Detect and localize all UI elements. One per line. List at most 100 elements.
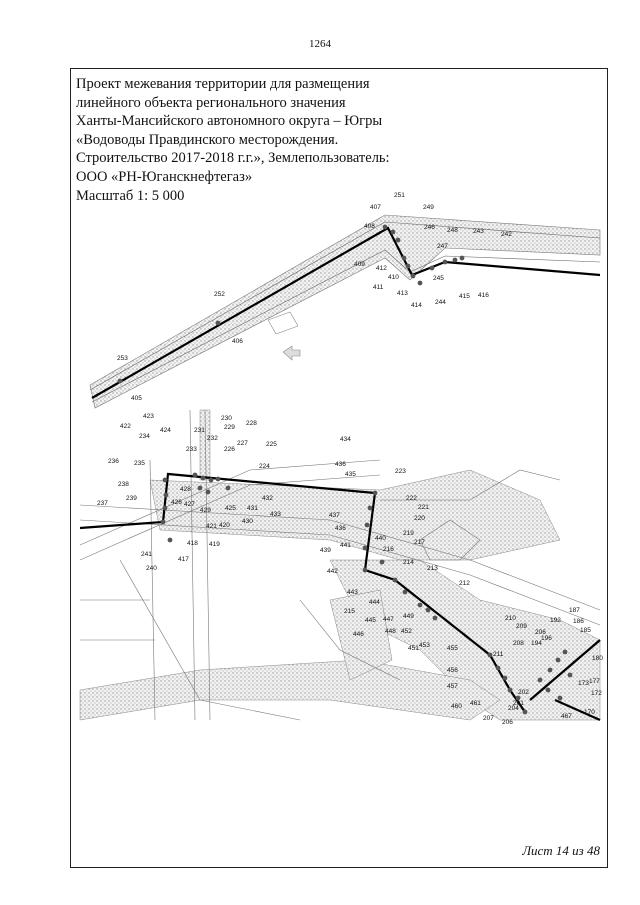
map-label: 213 <box>427 565 438 572</box>
map-label: 172 <box>591 690 602 697</box>
map-label: 433 <box>270 511 281 518</box>
map-label: 240 <box>146 565 157 572</box>
map-label: 202 <box>518 689 529 696</box>
map-label: 235 <box>134 460 145 467</box>
map-label: 440 <box>375 535 386 542</box>
upper-map: 251 407 249 408 246 248 243 242 247 409 … <box>89 192 601 409</box>
map-label: 206 <box>535 629 546 636</box>
lower-pipeline-3 <box>554 698 601 722</box>
map-label: 180 <box>592 655 603 662</box>
lower-zone-e <box>329 589 393 681</box>
map-label: 243 <box>473 228 484 235</box>
map-label: 226 <box>224 446 235 453</box>
map-label: 192 <box>550 617 561 624</box>
map-label: 411 <box>373 284 384 291</box>
map-label: 173 <box>578 680 589 687</box>
page-number: 1264 <box>309 38 331 50</box>
map-label: 249 <box>423 204 434 211</box>
map-label: 407 <box>370 204 381 211</box>
map-label: 421 <box>206 523 217 530</box>
map-label: 201 <box>513 700 524 707</box>
map-label: 237 <box>97 500 108 507</box>
map-label: 224 <box>259 463 270 470</box>
map-label: 217 <box>414 539 425 546</box>
map-label: 219 <box>403 530 414 537</box>
map-label: 418 <box>187 540 198 547</box>
map-label: 186 <box>573 618 584 625</box>
map-label: 405 <box>131 395 142 402</box>
title-line-3: Ханты-Мансийского автономного округа – Ю… <box>76 113 383 130</box>
map-label: 441 <box>340 542 351 549</box>
lower-pipeline-2 <box>529 639 601 701</box>
map-label: 445 <box>365 617 376 624</box>
map-label: 236 <box>108 458 119 465</box>
map-label: 434 <box>340 436 351 443</box>
map-label: 442 <box>327 568 338 575</box>
lower-road-lines <box>79 409 601 721</box>
map-label: 244 <box>435 299 446 306</box>
map-label: 228 <box>246 420 257 427</box>
map-label: 419 <box>209 541 220 548</box>
title-line-7: Масштаб 1: 5 000 <box>76 187 185 204</box>
title-line-2: линейного объекта регионального значения <box>76 94 346 111</box>
lower-map: 230 231 228 423 229 422 424 232 234 227 … <box>79 409 603 726</box>
map-label: 227 <box>237 440 248 447</box>
map-label: 424 <box>160 427 171 434</box>
map-label: 409 <box>354 261 365 268</box>
map-label: 231 <box>194 427 205 434</box>
map-label: 246 <box>424 224 435 231</box>
map-label: 194 <box>531 640 542 647</box>
map-label: 423 <box>143 413 154 420</box>
map-label: 427 <box>184 501 195 508</box>
map-label: 449 <box>403 613 414 620</box>
map-label: 420 <box>219 522 230 529</box>
map-label: 432 <box>262 495 273 502</box>
map-label: 187 <box>569 607 580 614</box>
map-label: 210 <box>505 615 516 622</box>
map-label: 241 <box>141 551 152 558</box>
map-label: 238 <box>118 481 129 488</box>
title-block: Проект межевания территории для размещен… <box>76 75 390 205</box>
sheet-number: Лист 14 из 48 <box>522 843 600 858</box>
map-label: 232 <box>207 435 218 442</box>
map-label: 443 <box>347 589 358 596</box>
map-label: 206 <box>502 719 513 726</box>
title-line-4: «Водоводы Правдинского месторождения. <box>76 131 339 148</box>
map-label: 435 <box>345 471 356 478</box>
map-label: 410 <box>388 274 399 281</box>
map-label: 417 <box>178 556 189 563</box>
map-label: 233 <box>186 446 197 453</box>
map-label: 229 <box>224 424 235 431</box>
map-label: 412 <box>376 265 387 272</box>
upper-arrow <box>282 345 301 361</box>
map-label: 413 <box>397 290 408 297</box>
map-label: 429 <box>200 507 211 514</box>
map-label: 211 <box>493 651 504 658</box>
map-label: 214 <box>403 559 414 566</box>
map-label: 457 <box>447 683 458 690</box>
map-label: 216 <box>383 546 394 553</box>
map-label: 204 <box>508 705 519 712</box>
map-label: 453 <box>419 642 430 649</box>
map-label: 196 <box>541 635 552 642</box>
map-label: 416 <box>478 292 489 299</box>
map-label: 247 <box>437 243 448 250</box>
map-label: 242 <box>501 231 512 238</box>
map-label: 425 <box>225 505 236 512</box>
upper-points <box>117 224 465 384</box>
map-label: 436 <box>335 525 346 532</box>
map-label: 426 <box>171 499 182 506</box>
map-label: 431 <box>247 505 258 512</box>
upper-road-edge <box>89 221 601 391</box>
map-label: 248 <box>447 227 458 234</box>
map-label: 221 <box>418 504 429 511</box>
map-label: 251 <box>394 192 405 199</box>
map-label: 437 <box>329 512 340 519</box>
title-line-6: ООО «РН-Юганскнефтегаз» <box>76 168 253 185</box>
map-label: 207 <box>483 715 494 722</box>
map-label: 252 <box>214 291 225 298</box>
map-label: 456 <box>447 667 458 674</box>
map-label: 208 <box>513 640 524 647</box>
map-label: 422 <box>120 423 131 430</box>
